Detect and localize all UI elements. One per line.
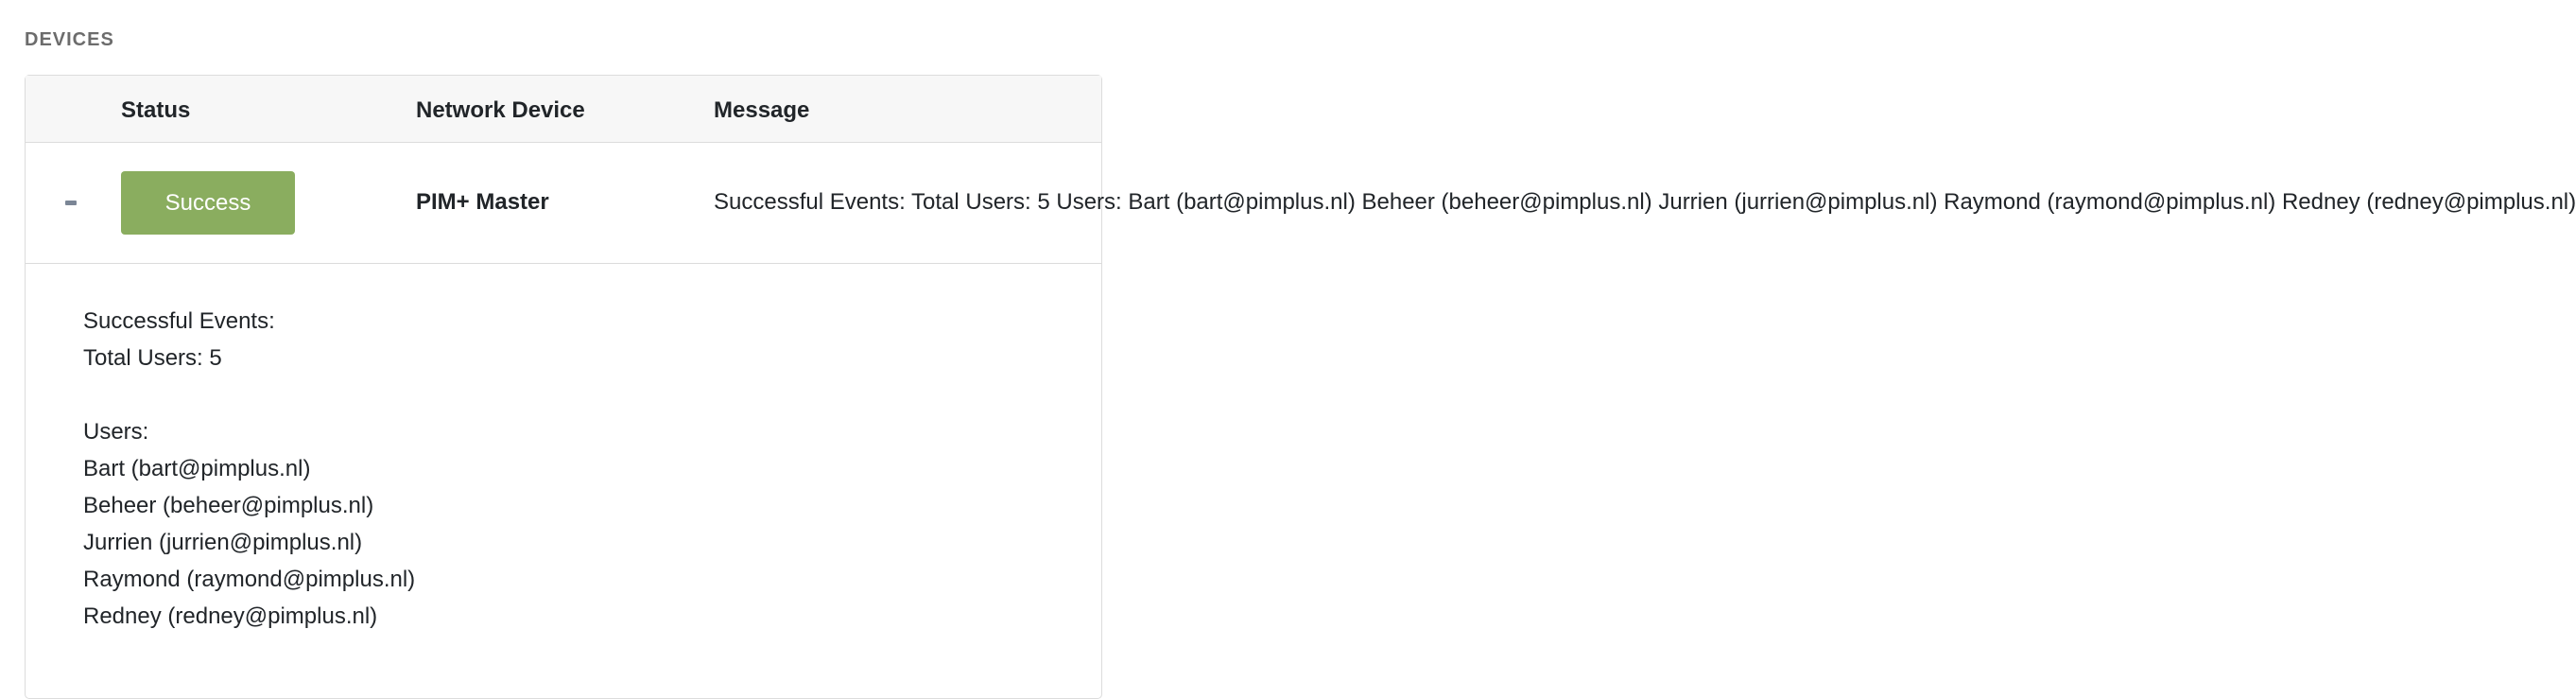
details-line: Users: xyxy=(83,419,149,445)
details-line: Jurrien (jurrien@pimplus.nl) xyxy=(83,530,363,555)
details-line xyxy=(83,376,415,413)
column-header-status[interactable]: Status xyxy=(121,97,191,123)
details-line: Total Users: 5 xyxy=(83,345,222,371)
section-title: DEVICES xyxy=(25,29,114,50)
details-line: Bart (bart@pimplus.nl) xyxy=(83,456,311,481)
column-header-network-device[interactable]: Network Device xyxy=(416,97,585,123)
message-cell: Successful Events: Total Users: 5 Users:… xyxy=(714,189,2576,215)
table-header: Status Network Device Message xyxy=(26,76,1101,143)
row-details: Successful Events: Total Users: 5 Users:… xyxy=(83,303,415,635)
network-device-cell: PIM+ Master xyxy=(416,189,549,215)
collapse-toggle-icon[interactable] xyxy=(65,201,77,205)
column-header-message[interactable]: Message xyxy=(714,97,810,123)
details-line: Successful Events: xyxy=(83,308,275,334)
devices-table: Status Network Device Message Success PI… xyxy=(25,75,2576,699)
status-badge: Success xyxy=(121,171,295,235)
table-row[interactable]: Success PIM+ Master Successful Events: T… xyxy=(26,143,2576,264)
details-line: Beheer (beheer@pimplus.nl) xyxy=(83,493,374,518)
details-line: Redney (redney@pimplus.nl) xyxy=(83,603,378,629)
details-line: Raymond (raymond@pimplus.nl) xyxy=(83,567,416,592)
